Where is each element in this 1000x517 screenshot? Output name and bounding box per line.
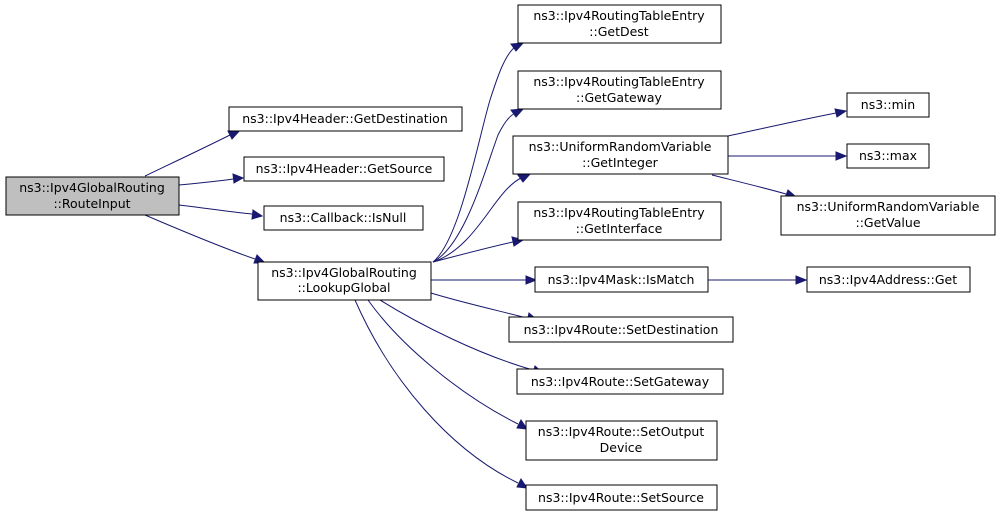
node-set-gateway[interactable]: ns3::Ipv4Route::SetGateway	[516, 368, 724, 395]
node-min-label: ns3::min	[861, 97, 915, 112]
node-get-dest[interactable]: ns3::Ipv4RoutingTableEntry ::GetDest	[517, 4, 722, 44]
node-get-destination[interactable]: ns3::Ipv4Header::GetDestination	[228, 106, 463, 132]
node-set-output-device[interactable]: ns3::Ipv4Route::SetOutput Device	[525, 420, 718, 461]
node-get-dest-line1: ns3::Ipv4RoutingTableEntry	[533, 8, 705, 23]
edge-ismatch-addressget	[708, 275, 808, 285]
edge-lookupglobal-getdest	[432, 42, 525, 263]
node-address-get-label: ns3::Ipv4Address::Get	[819, 272, 957, 287]
node-route-input[interactable]: ns3::Ipv4GlobalRouting ::RouteInput	[5, 176, 180, 216]
node-get-source[interactable]: ns3::Ipv4Header::GetSource	[243, 156, 445, 182]
node-set-source[interactable]: ns3::Ipv4Route::SetSource	[525, 484, 718, 511]
node-get-gateway[interactable]: ns3::Ipv4RoutingTableEntry ::GetGateway	[517, 70, 722, 110]
edge-routeinput-lookupglobal	[144, 214, 267, 264]
node-get-gateway-line2: ::GetGateway	[576, 90, 663, 105]
node-is-null[interactable]: ns3::Callback::IsNull	[263, 205, 424, 231]
node-set-output-device-line1: ns3::Ipv4Route::SetOutput	[538, 424, 705, 439]
node-is-match-label: ns3::Ipv4Mask::IsMatch	[548, 272, 695, 287]
edge-lookupglobal-getgateway	[432, 108, 525, 263]
node-get-interface-line2: ::GetInterface	[576, 221, 663, 236]
node-route-input-line1: ns3::Ipv4GlobalRouting	[19, 180, 165, 195]
node-lookup-global-line1: ns3::Ipv4GlobalRouting	[271, 265, 417, 280]
call-edges	[144, 42, 848, 489]
edge-getinteger-max	[728, 151, 848, 161]
edge-routeinput-isnull	[178, 204, 264, 220]
node-set-destination-label: ns3::Ipv4Route::SetDestination	[524, 322, 719, 337]
node-set-source-label: ns3::Ipv4Route::SetSource	[538, 490, 704, 505]
node-set-destination[interactable]: ns3::Ipv4Route::SetDestination	[508, 316, 734, 343]
node-get-integer-line2: ::GetInteger	[582, 155, 659, 170]
node-is-match[interactable]: ns3::Ipv4Mask::IsMatch	[534, 266, 709, 293]
node-set-output-device-line2: Device	[600, 440, 643, 455]
node-get-integer[interactable]: ns3::UniformRandomVariable ::GetInteger	[512, 135, 729, 175]
node-route-input-line2: ::RouteInput	[53, 196, 130, 211]
edge-lookupglobal-getinteger	[432, 173, 532, 263]
node-get-value-line1: ns3::UniformRandomVariable	[797, 199, 980, 214]
edge-lookupglobal-setsource	[354, 299, 529, 489]
edge-getinteger-getvalue	[711, 174, 798, 199]
node-lookup-global[interactable]: ns3::Ipv4GlobalRouting ::LookupGlobal	[257, 261, 432, 301]
node-get-value-line2: ::GetValue	[855, 215, 920, 230]
node-min[interactable]: ns3::min	[846, 92, 930, 118]
node-address-get[interactable]: ns3::Ipv4Address::Get	[806, 266, 971, 293]
node-get-value[interactable]: ns3::UniformRandomVariable ::GetValue	[780, 195, 996, 236]
node-lookup-global-line2: ::LookupGlobal	[297, 280, 390, 295]
edge-routeinput-getsource	[178, 173, 245, 186]
node-get-destination-label: ns3::Ipv4Header::GetDestination	[242, 111, 448, 126]
node-get-dest-line2: ::GetDest	[589, 24, 649, 39]
edge-lookupglobal-getinterface	[432, 236, 525, 263]
edge-routeinput-getdestination	[144, 128, 243, 177]
node-get-source-label: ns3::Ipv4Header::GetSource	[256, 161, 433, 176]
node-is-null-label: ns3::Callback::IsNull	[280, 210, 407, 225]
edge-lookupglobal-ismatch	[431, 275, 538, 285]
node-set-gateway-label: ns3::Ipv4Route::SetGateway	[531, 374, 710, 389]
node-get-gateway-line1: ns3::Ipv4RoutingTableEntry	[533, 74, 705, 89]
node-get-interface-line1: ns3::Ipv4RoutingTableEntry	[533, 205, 705, 220]
node-max[interactable]: ns3::max	[846, 143, 930, 169]
edge-lookupglobal-setoutputdevice	[367, 299, 529, 430]
node-get-integer-line1: ns3::UniformRandomVariable	[529, 139, 712, 154]
node-get-interface[interactable]: ns3::Ipv4RoutingTableEntry ::GetInterfac…	[517, 201, 722, 241]
edge-getinteger-min	[727, 108, 848, 137]
node-max-label: ns3::max	[859, 148, 917, 163]
